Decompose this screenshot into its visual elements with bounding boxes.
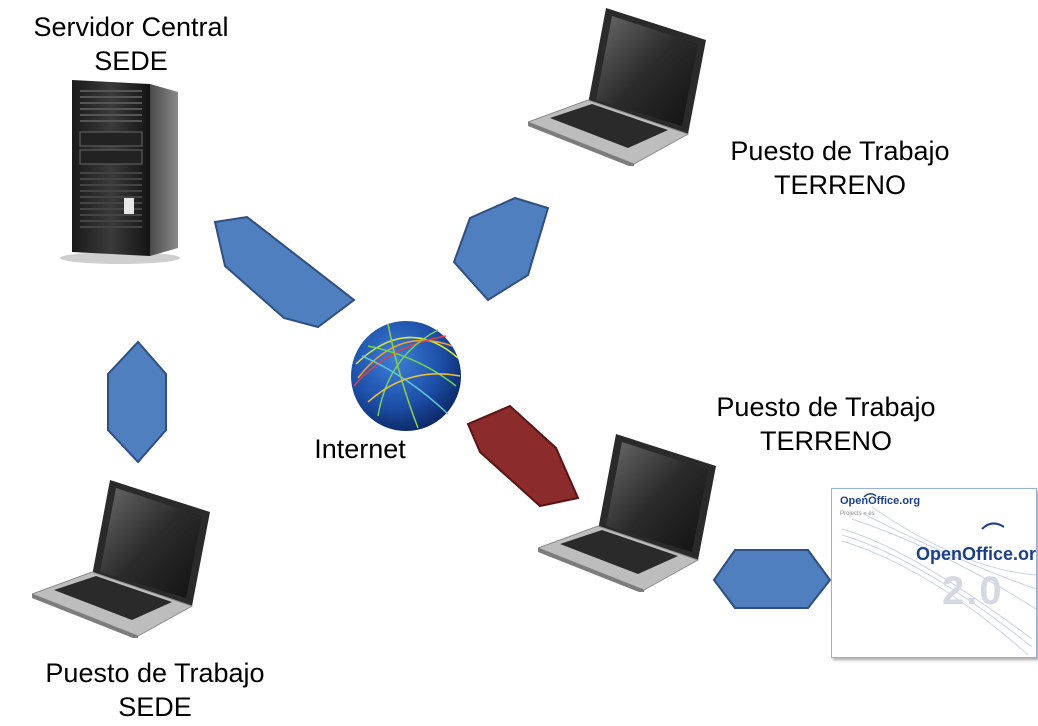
internet-label: Internet: [300, 432, 420, 466]
openoffice-version: 2.0: [942, 569, 1004, 613]
openoffice-splash: OpenOffice.org Projects » es OpenOffice.…: [831, 488, 1037, 658]
terreno-top-label-line2: TERRENO: [773, 170, 906, 200]
server-label-line2: SEDE: [94, 46, 168, 76]
laptop-icon-sede: [32, 478, 214, 638]
sede-bottom-label: Puesto de Trabajo SEDE: [20, 656, 290, 724]
connector-server-sede: [107, 340, 167, 464]
terreno-mid-label-line2: TERRENO: [759, 426, 892, 456]
terreno-mid-label-line1: Puesto de Trabajo: [716, 392, 936, 422]
laptop-icon-terreno-top: [528, 6, 710, 166]
terreno-top-label-line1: Puesto de Trabajo: [730, 136, 950, 166]
connector-internet-terreno-mid: [466, 404, 580, 508]
internet-label-text: Internet: [314, 434, 406, 464]
terreno-top-label: Puesto de Trabajo TERRENO: [700, 134, 980, 202]
terreno-mid-label: Puesto de Trabajo TERRENO: [686, 390, 966, 458]
server-label: Servidor Central SEDE: [6, 10, 256, 78]
globe-icon: [348, 316, 464, 434]
sede-bottom-label-line2: SEDE: [118, 692, 192, 722]
laptop-icon-terreno-mid: [538, 432, 720, 592]
openoffice-big-logo: OpenOffice.org: [916, 544, 1037, 564]
openoffice-tagline: Projects » es: [840, 511, 875, 517]
connector-server-internet: [213, 215, 356, 329]
server-label-line1: Servidor Central: [33, 12, 229, 42]
sede-bottom-label-line1: Puesto de Trabajo: [45, 658, 265, 688]
connector-laptop-openoffice: [712, 549, 832, 609]
openoffice-small-logo: OpenOffice.org: [840, 495, 921, 507]
server-tower-icon: [50, 76, 190, 266]
connector-internet-terreno-top: [452, 196, 550, 302]
